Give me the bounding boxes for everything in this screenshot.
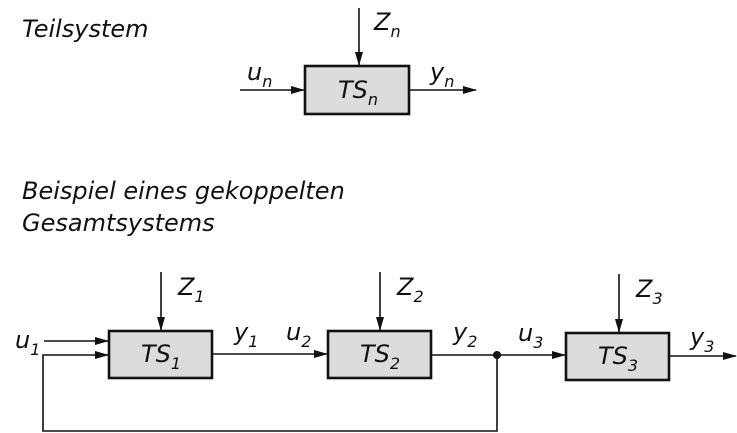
disturbance-z3-label: Z3 [635, 275, 663, 308]
block-ts-1 [107, 329, 214, 380]
heading-subsystem: Teilsystem [22, 15, 149, 43]
block-ts-n-label: TSn [338, 76, 378, 109]
disturbance-zn-label: Zn [373, 8, 401, 41]
block-ts-1-label: TS1 [141, 340, 181, 373]
disturbance-z1-label: Z1 [177, 273, 205, 306]
block-ts-2 [326, 329, 433, 380]
feedback-path [42, 351, 498, 432]
signal-u1-label: u1 [15, 326, 40, 359]
block-ts-3 [564, 331, 671, 382]
signal-u3-label: u3 [518, 319, 543, 352]
signal-y2-label: y2 [452, 318, 477, 351]
heading-example-line1: Beispiel eines gekoppelten [22, 177, 345, 205]
heading-example-line2: Gesamtsystems [22, 209, 215, 237]
signal-y1-label: y1 [233, 318, 258, 351]
block-ts-2-label: TS2 [360, 340, 400, 373]
branch-point [493, 351, 501, 359]
disturbance-z2-label: Z2 [396, 273, 424, 306]
signal-y3-label: y3 [689, 323, 714, 356]
signal-u2-label: u2 [286, 318, 311, 351]
output-yn-label: yn [429, 58, 454, 91]
block-ts-3-label: TS3 [598, 342, 638, 375]
input-un-label: un [247, 58, 272, 91]
block-ts-n [303, 64, 411, 116]
